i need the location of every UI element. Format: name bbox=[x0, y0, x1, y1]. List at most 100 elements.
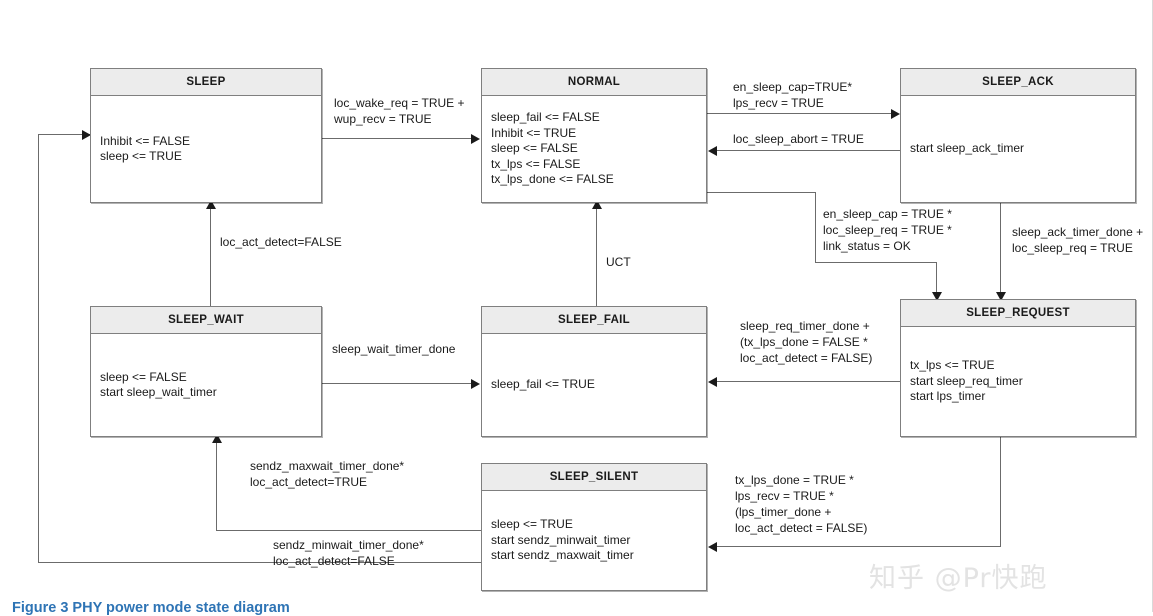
edge-label-line: tx_lps_done = TRUE * bbox=[735, 473, 854, 487]
edge-label-sleep-ack-to-normal: loc_sleep_abort = TRUE bbox=[733, 131, 864, 147]
edge-label-line: en_sleep_cap=TRUE* bbox=[733, 80, 853, 94]
edge-normal-to-sleep-request-seg4 bbox=[936, 262, 937, 295]
state-action-line: tx_lps <= TRUE bbox=[910, 358, 995, 373]
edge-sleep-silent-to-sleep-arrowhead bbox=[82, 130, 91, 140]
edge-label-line: sendz_maxwait_timer_done* bbox=[250, 459, 405, 473]
state-action-line: start sleep_req_timer bbox=[910, 373, 1023, 388]
edge-sleep-wait-to-sleep-arrowhead bbox=[206, 200, 216, 209]
state-actions-sleep-ack: start sleep_ack_timer bbox=[901, 96, 1135, 202]
edge-label-line: en_sleep_cap = TRUE * bbox=[823, 207, 952, 221]
state-actions-normal: sleep_fail <= FALSE Inhibit <= TRUE slee… bbox=[482, 96, 706, 202]
state-title-sleep-request: SLEEP_REQUEST bbox=[901, 300, 1135, 327]
edge-label-line: loc_wake_req = TRUE + bbox=[334, 96, 465, 110]
state-action-line: sleep <= FALSE bbox=[100, 369, 187, 384]
edge-label-line: loc_sleep_abort = TRUE bbox=[733, 132, 864, 146]
edge-label-line: loc_act_detect = FALSE) bbox=[740, 351, 873, 365]
edge-normal-to-sleep-ack-arrowhead bbox=[891, 109, 900, 119]
state-action-line: sleep_fail <= FALSE bbox=[491, 110, 600, 125]
edge-label-sleep-wait-to-sleep-fail: sleep_wait_timer_done bbox=[332, 341, 455, 357]
state-title-sleep: SLEEP bbox=[91, 69, 321, 96]
state-node-sleep-wait[interactable]: SLEEP_WAIT sleep <= FALSE start sleep_wa… bbox=[90, 306, 322, 437]
edge-sleep-to-normal-arrowhead bbox=[471, 134, 480, 144]
state-action-line: Inhibit <= FALSE bbox=[100, 133, 191, 148]
edge-sleep-silent-to-sleep-wait-seg1 bbox=[216, 530, 482, 531]
edge-label-line: lps_recv = TRUE * bbox=[735, 489, 834, 503]
edge-sleep-silent-to-sleep-seg3 bbox=[38, 134, 90, 135]
edge-label-line: loc_act_detect = FALSE) bbox=[735, 521, 868, 535]
edge-sleep-to-normal-line bbox=[322, 138, 471, 139]
edge-label-line: sleep_wait_timer_done bbox=[332, 342, 456, 356]
edge-sleep-silent-to-sleep-seg1 bbox=[38, 562, 482, 563]
edge-label-line: (lps_timer_done + bbox=[735, 505, 832, 519]
state-action-line: sleep <= FALSE bbox=[491, 141, 578, 156]
edge-normal-to-sleep-ack-line bbox=[707, 113, 893, 114]
edge-sleep-ack-to-sleep-request-line bbox=[1000, 203, 1001, 295]
edge-sleep-silent-to-sleep-wait-arrowhead bbox=[212, 434, 222, 443]
state-node-sleep-fail[interactable]: SLEEP_FAIL sleep_fail <= TRUE bbox=[481, 306, 707, 437]
state-actions-sleep-wait: sleep <= FALSE start sleep_wait_timer bbox=[91, 334, 321, 436]
edge-sleep-ack-to-normal-arrowhead bbox=[708, 146, 717, 156]
edge-normal-to-sleep-request-seg3 bbox=[815, 262, 937, 263]
edge-label-line: loc_act_detect=FALSE bbox=[220, 235, 342, 249]
edge-normal-to-sleep-request-arrowhead bbox=[932, 292, 942, 301]
state-actions-sleep-request: tx_lps <= TRUE start sleep_req_timer sta… bbox=[901, 327, 1135, 436]
edge-label-line: sleep_ack_timer_done + bbox=[1012, 225, 1144, 239]
edge-label-line: loc_sleep_req = TRUE * bbox=[823, 223, 952, 237]
edge-label-sleep-ack-to-sleep-request: sleep_ack_timer_done + loc_sleep_req = T… bbox=[1012, 224, 1143, 256]
state-action-line: sleep <= TRUE bbox=[100, 149, 182, 163]
edge-sleep-silent-to-sleep-wait-seg2 bbox=[216, 437, 217, 531]
state-title-sleep-wait: SLEEP_WAIT bbox=[91, 307, 321, 334]
edge-label-line: loc_act_detect=TRUE bbox=[250, 475, 368, 489]
edge-label-sleep-silent-to-sleep-wait: sendz_maxwait_timer_done* loc_act_detect… bbox=[250, 458, 404, 490]
edge-normal-to-sleep-request-seg2 bbox=[815, 192, 816, 263]
figure-caption: Figure 3 PHY power mode state diagram bbox=[12, 600, 290, 616]
state-actions-sleep: Inhibit <= FALSE sleep <= TRUE bbox=[91, 96, 321, 202]
state-action-line: start sendz_minwait_timer bbox=[491, 532, 631, 547]
edge-label-line: lps_recv = TRUE bbox=[733, 96, 824, 110]
state-actions-sleep-silent: sleep <= TRUE start sendz_minwait_timer … bbox=[482, 491, 706, 590]
edge-sleep-wait-to-sleep-line bbox=[210, 203, 211, 307]
edge-sleep-request-to-sleep-silent-seg1 bbox=[1000, 437, 1001, 546]
edge-sleep-request-to-sleep-fail-line bbox=[717, 381, 900, 382]
edge-sleep-ack-to-sleep-request-arrowhead bbox=[996, 292, 1006, 301]
edge-label-sleep-request-to-sleep-silent: tx_lps_done = TRUE * lps_recv = TRUE * (… bbox=[735, 472, 867, 536]
state-node-sleep-ack[interactable]: SLEEP_ACK start sleep_ack_timer bbox=[900, 68, 1136, 203]
edge-label-line: link_status = OK bbox=[823, 239, 911, 253]
site-watermark: 知乎 @Pr快跑 bbox=[869, 563, 1048, 594]
edge-label-sleep-wait-to-sleep: loc_act_detect=FALSE bbox=[220, 234, 342, 250]
edge-sleep-silent-to-sleep-seg2 bbox=[38, 134, 39, 563]
state-title-sleep-silent: SLEEP_SILENT bbox=[482, 464, 706, 491]
edge-label-sleep-silent-to-sleep: sendz_minwait_timer_done* loc_act_detect… bbox=[273, 537, 424, 569]
state-action-line: start sleep_wait_timer bbox=[100, 385, 217, 399]
edge-sleep-fail-to-normal-line bbox=[596, 203, 597, 307]
state-action-line: sleep_fail <= TRUE bbox=[491, 377, 595, 392]
edge-label-normal-to-sleep-request: en_sleep_cap = TRUE * loc_sleep_req = TR… bbox=[823, 206, 952, 254]
edge-label-line: sleep_req_timer_done + bbox=[740, 319, 870, 333]
state-action-line: Inhibit <= TRUE bbox=[491, 125, 577, 140]
edge-label-line: (tx_lps_done = FALSE * bbox=[740, 335, 868, 349]
edge-label-line: UCT bbox=[606, 255, 631, 269]
edge-label-line: loc_sleep_req = TRUE bbox=[1012, 241, 1133, 255]
edge-normal-to-sleep-request-seg1 bbox=[707, 192, 816, 193]
edge-label-sleep-to-normal: loc_wake_req = TRUE + wup_recv = TRUE bbox=[334, 95, 465, 127]
edge-sleep-fail-to-normal-arrowhead bbox=[592, 200, 602, 209]
state-action-line: sleep <= TRUE bbox=[491, 517, 573, 532]
edge-label-sleep-fail-to-normal: UCT bbox=[606, 254, 631, 270]
edge-sleep-wait-to-sleep-fail-arrowhead bbox=[471, 379, 480, 389]
edge-label-sleep-request-to-sleep-fail: sleep_req_timer_done + (tx_lps_done = FA… bbox=[740, 318, 872, 366]
edge-label-line: loc_act_detect=FALSE bbox=[273, 554, 395, 568]
state-action-line: start sleep_ack_timer bbox=[910, 141, 1025, 156]
state-node-normal[interactable]: NORMAL sleep_fail <= FALSE Inhibit <= TR… bbox=[481, 68, 707, 203]
edge-sleep-wait-to-sleep-fail-line bbox=[322, 383, 471, 384]
state-action-line: start lps_timer bbox=[910, 389, 986, 404]
state-node-sleep[interactable]: SLEEP Inhibit <= FALSE sleep <= TRUE bbox=[90, 68, 322, 203]
state-title-sleep-fail: SLEEP_FAIL bbox=[482, 307, 706, 334]
state-actions-sleep-fail: sleep_fail <= TRUE bbox=[482, 334, 706, 436]
edge-sleep-request-to-sleep-fail-arrowhead bbox=[708, 377, 717, 387]
edge-label-normal-to-sleep-ack: en_sleep_cap=TRUE* lps_recv = TRUE bbox=[733, 79, 852, 111]
state-node-sleep-request[interactable]: SLEEP_REQUEST tx_lps <= TRUE start sleep… bbox=[900, 299, 1136, 437]
edge-label-line: sendz_minwait_timer_done* bbox=[273, 538, 424, 552]
state-node-sleep-silent[interactable]: SLEEP_SILENT sleep <= TRUE start sendz_m… bbox=[481, 463, 707, 591]
state-action-line: start sendz_maxwait_timer bbox=[491, 548, 634, 563]
